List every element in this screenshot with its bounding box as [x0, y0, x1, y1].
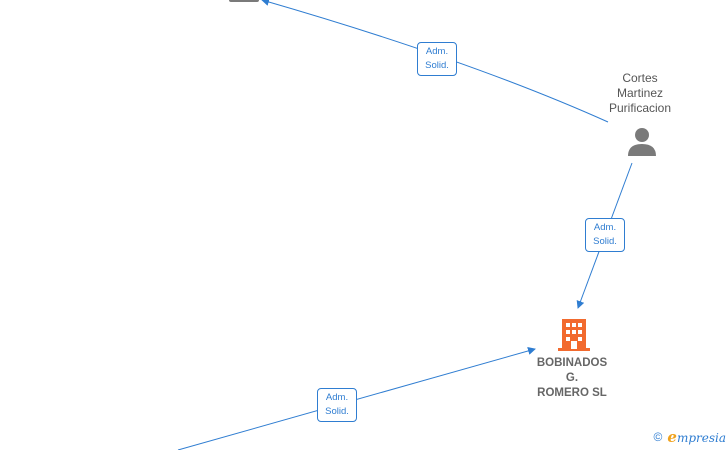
edge-label-left-to-company[interactable]: Adm. Solid.	[317, 388, 357, 422]
brand-watermark: © empresia	[654, 428, 726, 446]
top-node-icon[interactable]	[229, 0, 259, 2]
building-icon[interactable]	[558, 319, 590, 351]
company-name-label[interactable]: BOBINADOS G. ROMERO SL	[522, 356, 622, 401]
copyright-icon: ©	[653, 430, 663, 444]
brand-name: mpresia	[676, 431, 726, 445]
person-name-line: Martinez	[616, 86, 663, 100]
person-icon[interactable]	[628, 128, 656, 156]
company-name-line: ROMERO SL	[537, 387, 607, 399]
edge-label-line1: Adm.	[593, 222, 617, 233]
brand-logo: empresia	[667, 428, 726, 446]
company-name-line: G.	[565, 372, 579, 384]
edge-label-line1: Adm.	[325, 392, 349, 403]
person-name-label[interactable]: Cortes Martinez Purificacion	[595, 71, 685, 116]
edge-label-line2: Solid.	[593, 236, 617, 247]
edge-label-line2: Solid.	[325, 406, 349, 417]
person-name-line: Purificacion	[608, 101, 672, 115]
person-name-line: Cortes	[622, 71, 658, 85]
edge-label-line2: Solid.	[425, 60, 449, 71]
company-name-line: BOBINADOS	[536, 357, 608, 369]
edge-label-person-to-company[interactable]: Adm. Solid.	[585, 218, 625, 252]
edge-label-person-to-top[interactable]: Adm. Solid.	[417, 42, 457, 76]
brand-initial: e	[667, 428, 677, 446]
edge-label-line1: Adm.	[425, 46, 449, 57]
